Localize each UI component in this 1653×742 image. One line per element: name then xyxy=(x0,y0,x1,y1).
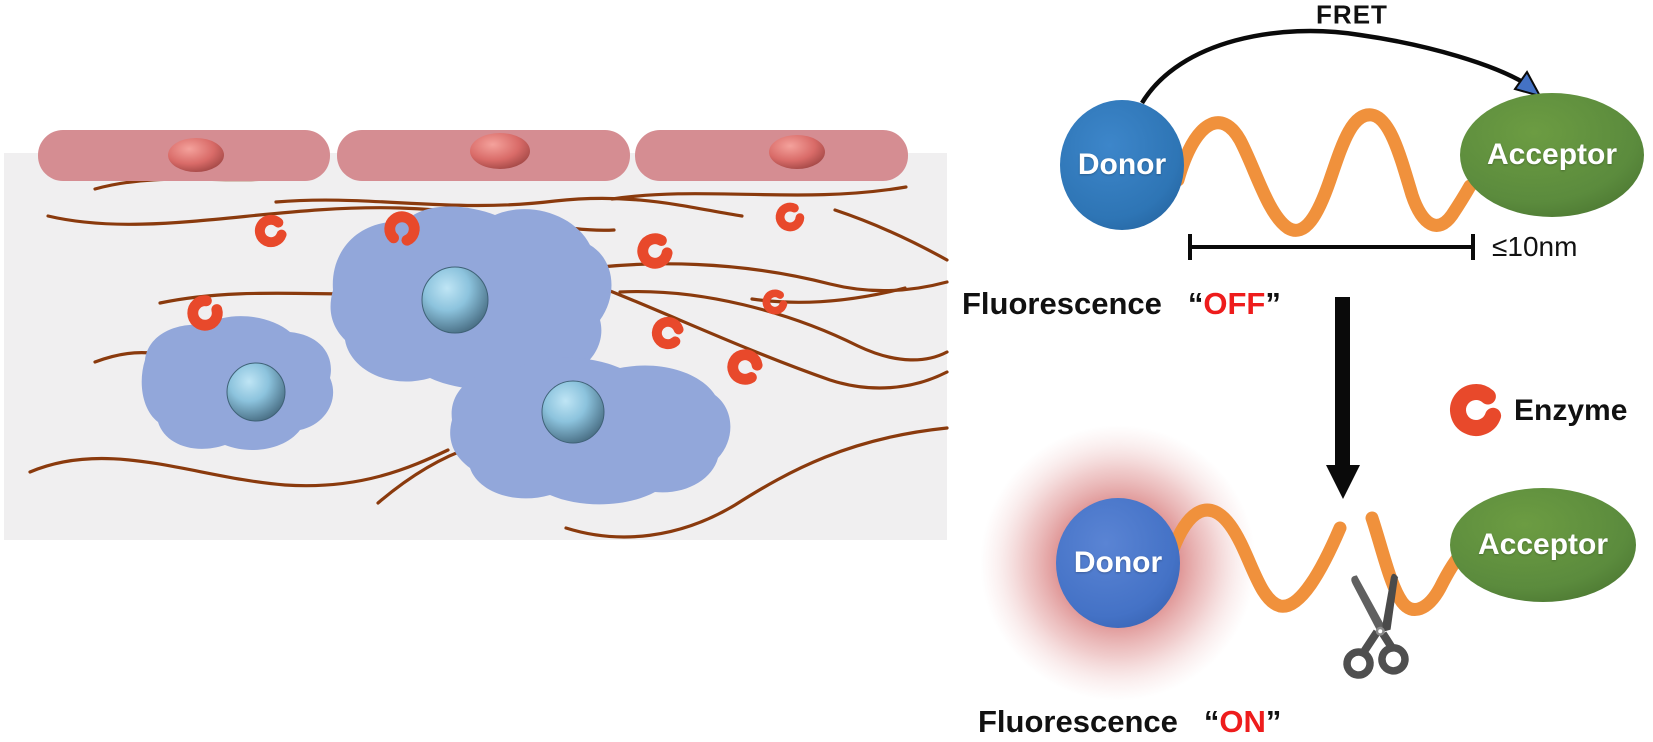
quote-open: “ xyxy=(1187,286,1204,321)
status-value: OFF xyxy=(1203,286,1266,321)
pink-nucleus xyxy=(470,133,530,169)
donor-label: Donor xyxy=(1073,546,1163,579)
pink-nucleus xyxy=(168,138,224,172)
fret-arrowhead-icon xyxy=(1513,70,1543,98)
enzyme-icon xyxy=(1454,389,1495,432)
fret-label: FRET xyxy=(1316,0,1388,30)
fret-intact-diagram xyxy=(1060,28,1644,260)
cleaved-linker-right xyxy=(1365,511,1470,616)
donor-label: Donor xyxy=(1077,148,1167,181)
acceptor-fluorophore xyxy=(1450,488,1636,602)
fret-cleaved-diagram xyxy=(980,425,1636,701)
down-arrow-icon xyxy=(1326,465,1360,499)
enzyme-legend-label: Enzyme xyxy=(1514,394,1628,427)
quote-close: ” xyxy=(1265,704,1282,739)
scissors-icon xyxy=(1343,573,1409,679)
status-prefix: Fluorescence xyxy=(978,704,1178,739)
donor-fluorophore xyxy=(1060,100,1184,230)
collagen-fiber xyxy=(618,289,949,362)
cleaved-linker-left xyxy=(1165,503,1347,613)
quote-close: ” xyxy=(1265,286,1281,321)
collagen-fiber xyxy=(833,208,949,262)
cell-nucleus xyxy=(226,362,286,422)
distance-bracket xyxy=(1188,234,1475,260)
fluorescence-on-status: Fluorescence “ON” xyxy=(978,704,1281,740)
fret-curved-arrow xyxy=(1140,28,1528,105)
quote-open: “ xyxy=(1203,704,1220,739)
fluorescence-off-status: Fluorescence “OFF” xyxy=(962,286,1281,322)
status-value: ON xyxy=(1219,704,1266,739)
collagen-fiber xyxy=(28,448,450,488)
status-prefix: Fluorescence xyxy=(962,286,1162,321)
cell-nucleus xyxy=(421,266,489,334)
tissue-panel xyxy=(4,130,949,540)
donor-fluorophore xyxy=(1056,498,1180,628)
collagen-fiber xyxy=(568,274,949,390)
endothelial-layer xyxy=(38,130,908,181)
cell-nucleus xyxy=(541,380,605,444)
stromal-cells xyxy=(141,206,731,505)
peptide-linker-wave xyxy=(1171,108,1477,237)
collagen-fiber xyxy=(274,196,744,218)
distance-label: ≤10nm xyxy=(1492,231,1578,262)
collagen-fiber xyxy=(610,185,908,201)
collagen-fiber xyxy=(564,426,949,539)
reaction-arrow xyxy=(1326,297,1360,499)
acceptor-label: Acceptor xyxy=(1477,528,1609,561)
acceptor-label: Acceptor xyxy=(1486,138,1618,171)
pink-nucleus xyxy=(769,135,825,169)
acceptor-fluorophore xyxy=(1460,93,1644,217)
